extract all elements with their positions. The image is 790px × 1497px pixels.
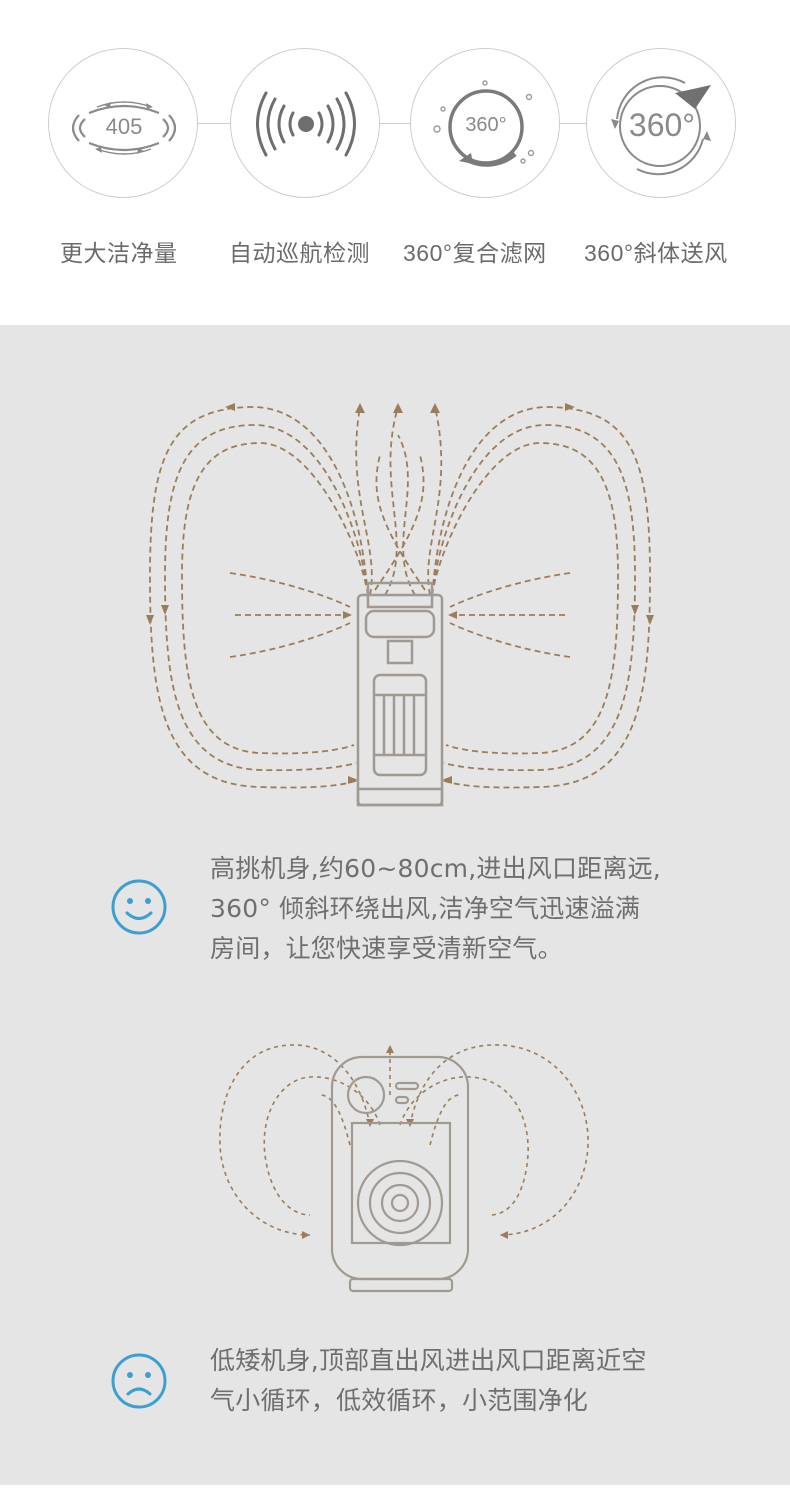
description-line: 360° 倾斜环绕出风,洁净空气迅速溢满 [210,894,641,923]
tall-purifier-description: 高挑机身,约60~80cm,进出风口距离远, 360° 倾斜环绕出风,洁净空气迅… [210,849,661,969]
radar-signal-icon [256,91,356,157]
feature-circle-radar [230,48,380,198]
feature-circle-405: 405 [48,48,198,198]
feature-badge: 360° [465,114,507,136]
feature-badge: 405 [105,114,143,139]
description-line: 气小循环，低效循环，小范围净化 [210,1386,589,1415]
feature-badge: 360° [628,107,696,143]
feature-circle-rotate: 360° [586,48,736,198]
feature-circle-filter: 360° [410,48,560,198]
feature-label: 360°斜体送风 [584,240,728,266]
tall-purifier-airflow-diagram [146,403,654,807]
rotate-360-icon [611,76,711,176]
description-line: 低矮机身,顶部直出风进出风口距离近空 [210,1346,647,1375]
filter-360-icon [433,80,535,167]
description-line: 房间，让您快速享受清新空气。 [210,934,563,963]
smile-face-icon [111,879,167,935]
feature-row: 405 360° [0,0,790,325]
connector-line [560,123,586,124]
comparison-panel: 高挑机身,约60~80cm,进出风口距离远, 360° 倾斜环绕出风,洁净空气迅… [0,325,790,1485]
low-purifier-airflow-diagram [219,1044,589,1293]
feature-label: 更大洁净量 [60,240,178,266]
low-purifier-description: 低矮机身,顶部直出风进出风口距离近空 气小循环，低效循环，小范围净化 [210,1341,647,1421]
sad-face-icon [111,1353,167,1409]
connector-line [198,123,230,124]
feature-label: 360°复合滤网 [403,240,547,266]
airflow-405-icon [71,101,177,155]
description-line: 高挑机身,约60~80cm,进出风口距离远, [210,854,661,883]
feature-label: 自动巡航检测 [229,240,370,266]
connector-line [380,123,410,124]
